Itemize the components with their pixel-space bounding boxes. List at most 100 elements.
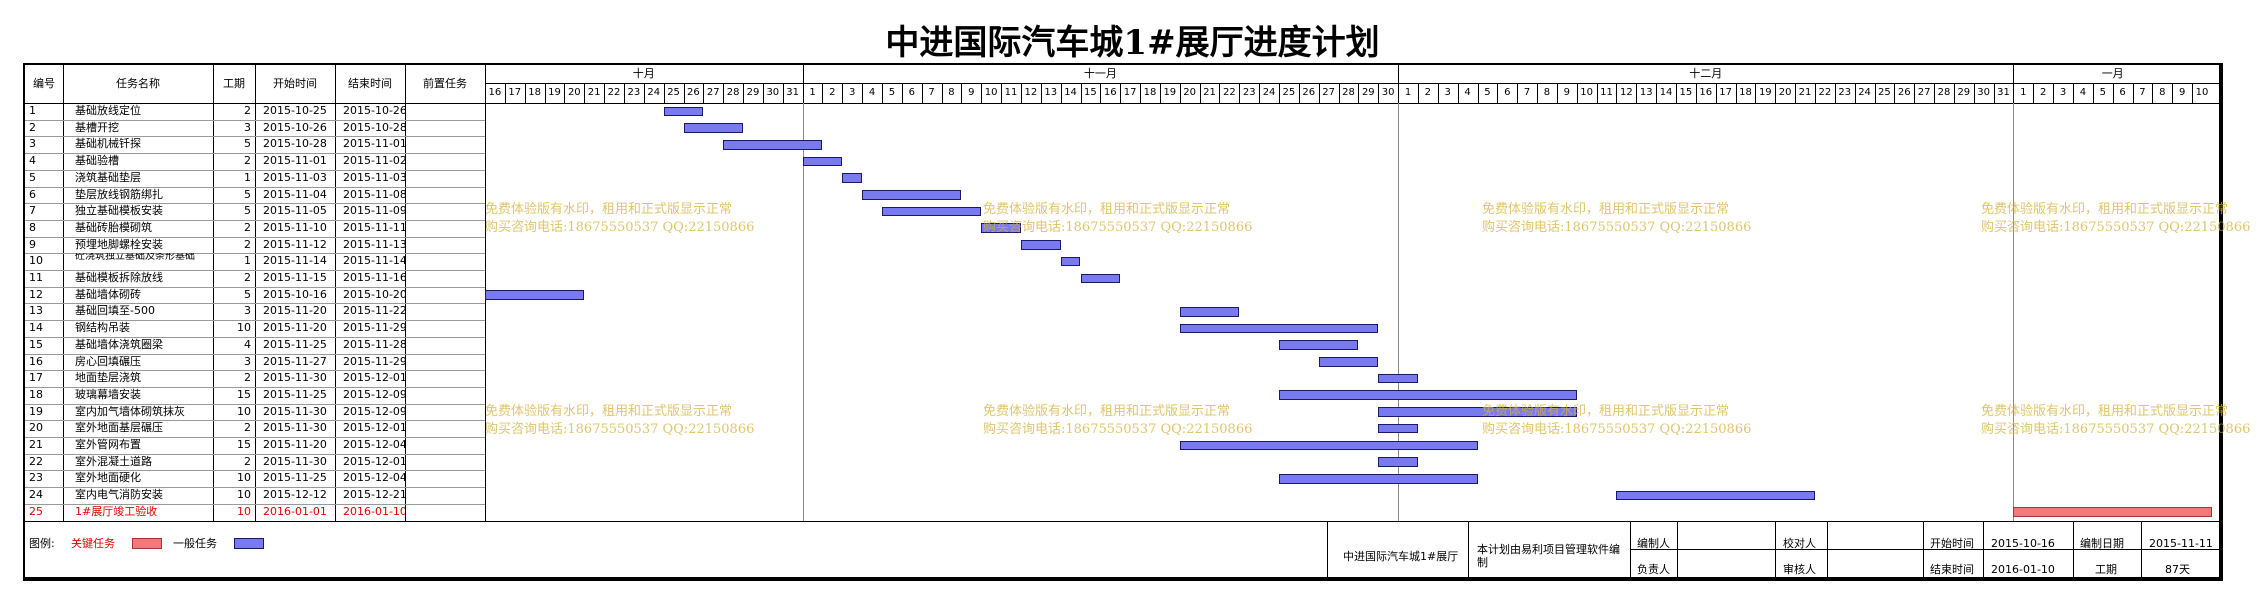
task-predecessor-cell [405,136,485,153]
day-label: 30 [766,87,780,98]
task-bar[interactable] [1279,340,1359,350]
day-divider [1934,84,1936,103]
row-divider [25,286,485,288]
day-label: 8 [2159,87,2166,98]
day-divider [2112,84,2114,103]
day-divider [941,84,943,103]
task-bar[interactable] [1616,490,1815,501]
day-divider [1179,84,1181,103]
task-id-cell: 9 [29,237,36,251]
task-duration-cell: 2 [244,454,251,468]
day-divider [1338,84,1340,103]
day-label: 23 [627,87,641,98]
day-label: 17 [1719,87,1732,98]
task-bar[interactable] [1378,457,1418,467]
task-duration-cell: 10 [237,488,251,502]
day-label: 18 [528,87,541,98]
task-end-cell: 2015-11-08 [343,187,405,201]
day-divider [2053,84,2055,103]
day-label: 8 [1543,87,1551,98]
day-label: 5 [1484,87,1491,98]
header-divider [25,103,2219,104]
day-label: 12 [1619,87,1633,98]
day-divider [2152,84,2154,103]
task-bar[interactable] [981,223,1021,234]
day-divider [1100,84,1102,103]
day-label: 27 [706,87,720,98]
task-bar[interactable] [1318,357,1379,367]
day-divider [961,84,963,103]
day-label: 25 [1282,87,1296,98]
watermark-text: 购买咨询电话:18675550537 QQ:22150866 [983,422,1253,437]
task-bar[interactable] [1378,373,1418,384]
day-label: 11 [1600,87,1613,98]
task-duration-cell: 1 [244,170,251,184]
day-divider [1477,84,1479,103]
day-label: 25 [1878,87,1891,98]
task-duration-cell: 2 [244,154,251,168]
task-name-cell: 室内电气消防安装 [75,488,163,502]
task-bar[interactable] [802,156,843,167]
task-bar[interactable] [663,106,704,117]
task-predecessor-cell [405,454,485,471]
task-duration-cell: 4 [244,337,251,351]
day-divider [564,84,566,103]
month-label: 十一月 [1083,67,1117,80]
task-predecessor-cell [405,504,485,521]
task-bar[interactable] [1179,440,1478,451]
task-id-cell: 14 [29,321,43,335]
task-bar[interactable] [1179,323,1379,334]
task-bar[interactable] [723,139,823,150]
task-predecessor-cell [405,387,485,404]
day-divider [762,84,764,103]
row-divider [25,186,485,188]
task-bar[interactable] [683,123,744,133]
task-duration-cell: 15 [237,438,251,451]
row-divider [25,353,485,355]
day-divider [1497,84,1499,103]
day-divider [1279,84,1280,103]
table-bottom-line [25,520,2219,522]
row-divider [25,253,485,255]
task-start-cell: 2015-11-25 [263,471,327,485]
day-divider [743,84,745,103]
row-divider [25,487,485,489]
watermark-text: 免费体验版有水印，租用和正式版显示正常 [983,404,1231,419]
day-divider [1358,84,1360,103]
task-bar[interactable] [1378,423,1418,434]
day-divider [1775,84,1777,103]
task-bar[interactable] [862,190,962,200]
day-divider [1715,84,1717,103]
critical-task-bar[interactable] [2013,507,2212,517]
task-bar[interactable] [1020,240,1061,250]
task-end-cell: 2015-11-09 [343,204,405,218]
task-bar[interactable] [1080,273,1121,284]
task-start-cell: 2015-11-25 [263,337,327,351]
task-bar[interactable] [1060,256,1081,267]
task-duration-cell: 2 [244,220,251,234]
day-label: 16 [488,87,502,98]
legend-critical-label: 关键任务 [71,537,115,550]
task-predecessor-cell [405,287,485,304]
task-bar[interactable] [1279,473,1478,484]
day-label: 16 [1699,87,1713,98]
task-end-cell: 2015-11-02 [343,154,405,168]
task-bar[interactable] [1378,407,1577,417]
task-predecessor-cell [405,487,485,504]
day-divider [2073,84,2074,103]
day-divider [882,84,883,103]
column-divider [335,65,336,521]
task-bar[interactable] [485,290,585,300]
task-bar[interactable] [882,206,982,217]
task-name-cell: 垫层放线钢筋绑扎 [75,187,163,201]
task-start-cell: 2015-11-05 [263,204,327,218]
task-bar[interactable] [1279,390,1577,401]
task-end-cell: 2015-11-03 [343,170,405,184]
task-predecessor-cell [405,320,485,337]
task-bar[interactable] [842,173,863,183]
day-label: 30 [1977,87,1991,98]
day-label: 3 [2059,87,2067,98]
day-label: 15 [1084,87,1097,98]
footer-date-label: 编制日期 [2080,537,2124,550]
task-bar[interactable] [1179,306,1240,317]
